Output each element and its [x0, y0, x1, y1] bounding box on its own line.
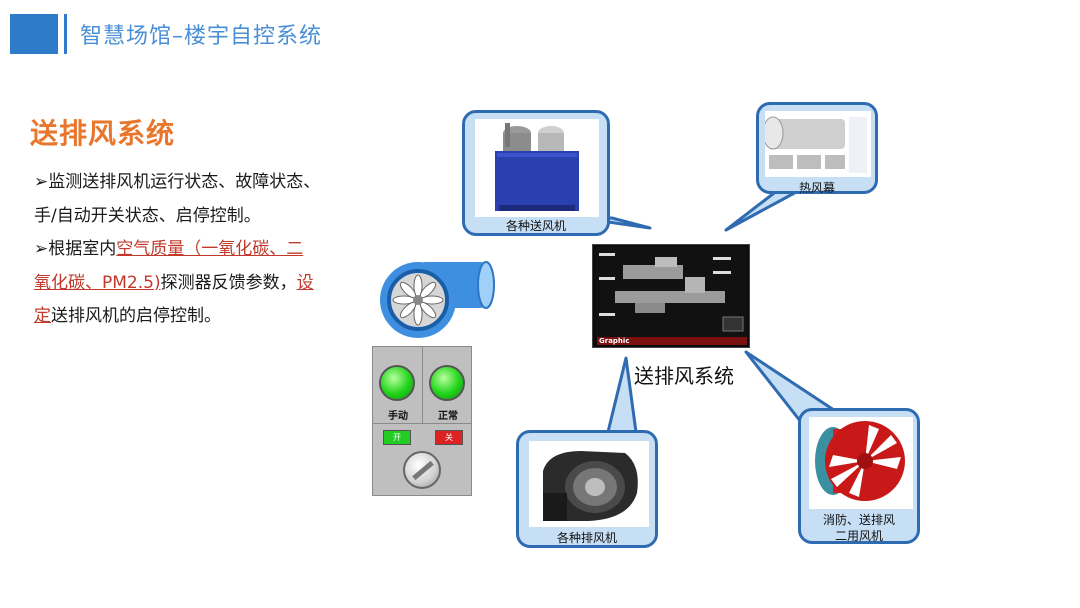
header-accent-block: [10, 14, 58, 54]
supply-fan-label: 各种送风机: [505, 219, 566, 233]
exhaust-fan-image: [529, 441, 649, 527]
control-panel: 手动 正常 开 关: [372, 346, 472, 496]
center-system-label: 送排风系统: [634, 364, 734, 388]
bms-graphic-screen: Graphic: [592, 244, 750, 348]
bullet-2-prefix: ➢根据室内: [34, 239, 117, 259]
manual-indicator-light: [379, 365, 415, 401]
air-curtain-bubble: 热风幕: [756, 102, 878, 195]
page-title: 智慧场馆–楼宇自控系统: [80, 24, 323, 49]
exhaust-fan-bubble: 各种排风机: [516, 430, 658, 548]
on-button[interactable]: 开: [383, 430, 411, 445]
set-highlight-1: 设: [296, 272, 314, 293]
detector-text: 探测器反馈参数，: [160, 272, 297, 293]
bullet-list: ➢监测送排风机运行状态、故障状态、 手/自动开关状态、启停控制。 ➢根据室内空气…: [34, 166, 344, 334]
blower-fan-icon: [380, 261, 495, 338]
bullet-1-line-1: ➢监测送排风机运行状态、故障状态、: [34, 172, 321, 192]
fire-fan-image: [809, 417, 913, 509]
air-curtain-image: [765, 111, 871, 177]
header-divider: [64, 14, 67, 54]
supply-fan-bubble: 各种送风机: [462, 110, 610, 236]
off-button[interactable]: 关: [435, 430, 463, 445]
duct-graphic: [595, 247, 747, 337]
fire-fan-label-1: 消防、送排风: [822, 513, 895, 527]
pm-highlight: 氧化碳、PM2.5): [34, 272, 161, 293]
set-highlight-2: 定: [34, 306, 51, 326]
bullet-2-line-1: ➢根据室内空气质量（一氧化碳、二: [34, 233, 344, 267]
air-quality-highlight: 空气质量（一氧化碳、二: [116, 239, 304, 259]
bullet-2-line-3: 定送排风机的启停控制。: [34, 300, 344, 334]
manual-label: 手动: [388, 411, 408, 422]
section-title: 送排风系统: [30, 117, 176, 150]
exhaust-fan-label: 各种排风机: [556, 531, 617, 545]
bullet-2-end: 送排风机的启停控制。: [51, 306, 221, 326]
air-curtain-label: 热风幕: [798, 181, 835, 195]
supply-fan-image: [475, 119, 599, 217]
bullet-1-line-2: 手/自动开关状态、启停控制。: [34, 205, 261, 226]
normal-indicator-light: [429, 365, 465, 401]
fire-fan-bubble: 消防、送排风 二用风机: [798, 408, 920, 544]
fire-fan-label-2: 二用风机: [834, 529, 883, 543]
graphic-label: Graphic: [599, 337, 630, 345]
selector-knob[interactable]: [403, 451, 441, 489]
bullet-2-line-2: 氧化碳、PM2.5)探测器反馈参数，设: [34, 267, 344, 301]
normal-label: 正常: [438, 411, 458, 422]
